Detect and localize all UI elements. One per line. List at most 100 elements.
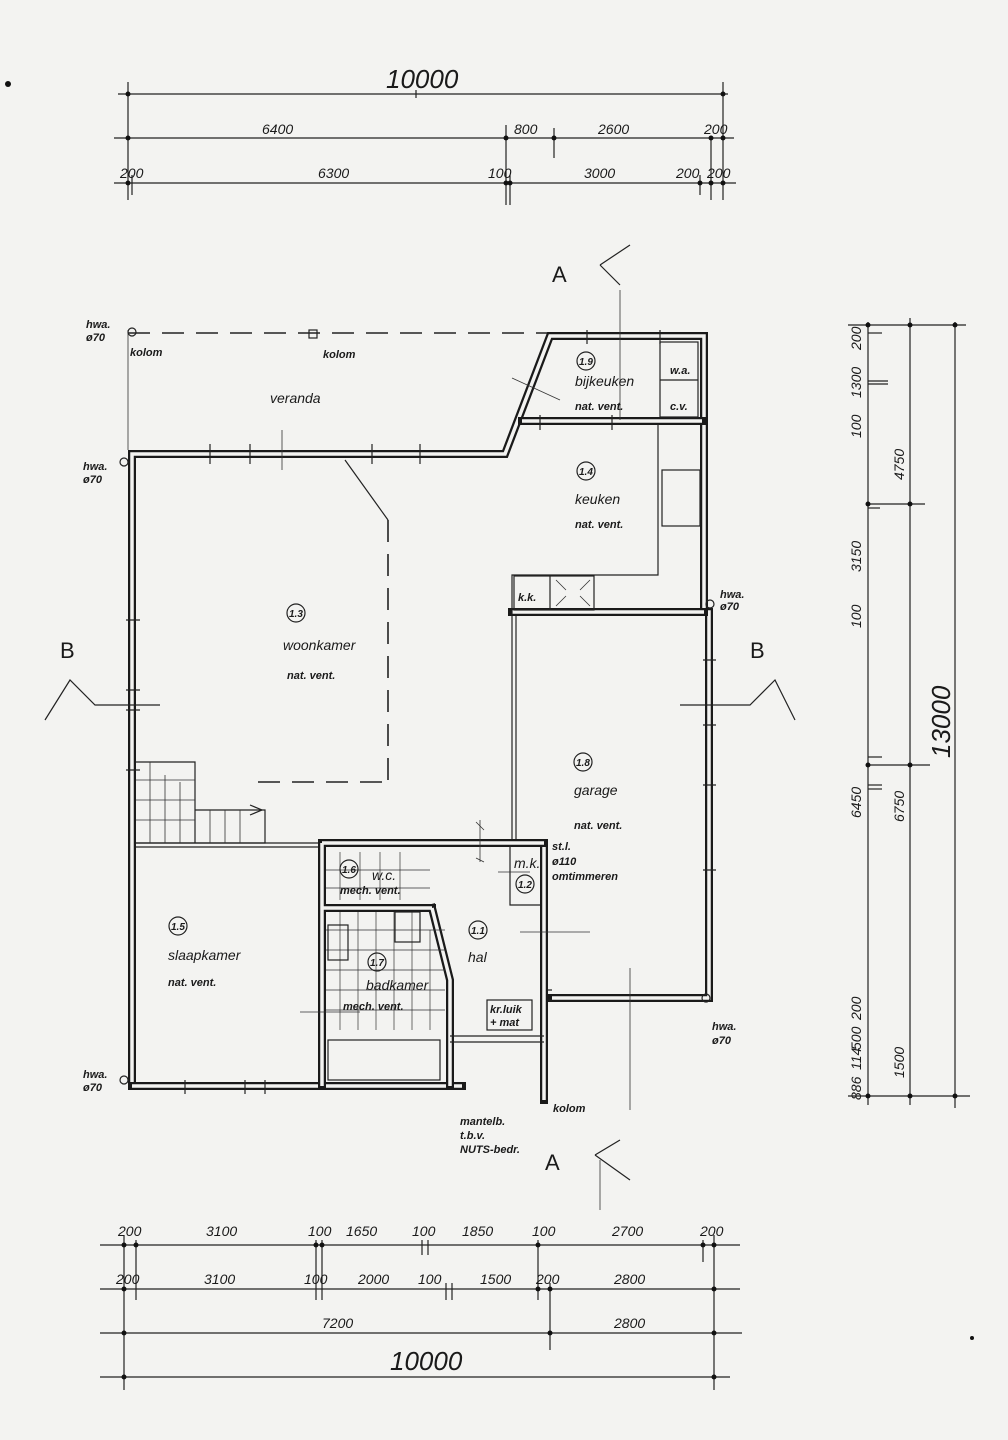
svg-text:1.8: 1.8 (576, 758, 590, 769)
dim-label: 100 (848, 604, 864, 628)
hwa-label: hwa. (720, 589, 744, 601)
dim-label: 2700 (611, 1223, 643, 1239)
svg-text:nat. vent.: nat. vent. (575, 519, 623, 531)
wa-label: w.a. (670, 365, 690, 377)
svg-text:1.9: 1.9 (579, 357, 593, 368)
right-dimensions: 200 1300 100 3150 100 6450 200 500 114 8… (848, 318, 970, 1108)
hwa-label: hwa. (83, 461, 107, 473)
room-bijkeuken: 1.9 bijkeuken nat. vent. (575, 351, 634, 413)
kolom-label: kolom (553, 1103, 586, 1115)
hwa-dia: ø70 (712, 1035, 732, 1047)
dim-label: 1500 (480, 1271, 511, 1287)
cv-label: c.v. (670, 401, 688, 413)
svg-text:nat. vent.: nat. vent. (574, 820, 622, 832)
kolom-label: kolom (323, 349, 356, 361)
dim-label: 200 (703, 121, 728, 137)
svg-text:1.1: 1.1 (471, 926, 485, 937)
tbv-note: t.b.v. (460, 1130, 485, 1142)
dim-label: 6750 (891, 791, 907, 822)
room-woonkamer: 1.3 woonkamer nat. vent. (283, 603, 357, 682)
dim-label: 200 (848, 996, 864, 1021)
svg-text:1.3: 1.3 (289, 609, 303, 620)
room-slaapkamer: 1.5 slaapkamer nat. vent. (168, 916, 242, 989)
paper-speck (5, 81, 11, 87)
room-hal: 1.1 hal (468, 920, 488, 965)
annotations: veranda kolom kolom kolom hwa. ø70 hwa. … (83, 319, 744, 1156)
dim-label: 200 (119, 165, 144, 181)
svg-text:garage: garage (574, 782, 618, 798)
dim-label: 100 (304, 1271, 328, 1287)
section-a-bottom: A (545, 1150, 560, 1175)
section-b-right: B (750, 638, 765, 663)
dim-label: 3100 (204, 1271, 235, 1287)
dim-label: 114 (848, 1047, 864, 1070)
dim-label: 200 (848, 326, 864, 351)
dim-label: 6300 (318, 165, 349, 181)
hwa-label: hwa. (83, 1069, 107, 1081)
svg-text:mech. vent.: mech. vent. (343, 1001, 404, 1013)
right-total-dim: 13000 (926, 685, 956, 758)
top-total-dim: 10000 (386, 64, 459, 94)
svg-text:mech. vent.: mech. vent. (340, 885, 401, 897)
svg-text:slaapkamer: slaapkamer (168, 947, 242, 963)
svg-text:1.7: 1.7 (370, 958, 384, 969)
room-wc: 1.6 w.c. mech. vent. (339, 859, 401, 897)
dim-label: 2800 (613, 1315, 645, 1331)
stl-note: omtimmeren (552, 871, 618, 883)
svg-text:badkamer: badkamer (366, 977, 430, 993)
dim-label: 100 (308, 1223, 332, 1239)
svg-text:1.4: 1.4 (579, 467, 593, 478)
section-a-top: A (552, 262, 567, 287)
dim-label: 200 (115, 1271, 140, 1287)
dim-label: 500 (848, 1026, 864, 1050)
kolom-label: kolom (130, 347, 163, 359)
krluik-mat: + mat (490, 1017, 520, 1029)
hwa-dia: ø70 (83, 1082, 103, 1094)
dim-label: 3000 (584, 165, 615, 181)
hwa-dia: ø70 (86, 332, 106, 344)
room-garage: 1.8 garage nat. vent. (573, 752, 622, 832)
svg-text:woonkamer: woonkamer (283, 637, 357, 653)
hwa-label: hwa. (86, 319, 110, 331)
dim-label: 200 (535, 1271, 560, 1287)
section-b-left: B (60, 638, 75, 663)
nuts-note: NUTS-bedr. (460, 1144, 520, 1156)
staircase (136, 761, 266, 844)
dim-label: 7200 (322, 1315, 353, 1331)
dim-label: 100 (412, 1223, 436, 1239)
svg-text:w.c.: w.c. (372, 867, 396, 883)
dim-label: 100 (418, 1271, 442, 1287)
stl-dia: ø110 (552, 856, 577, 868)
dim-label: 2000 (357, 1271, 389, 1287)
svg-text:1.6: 1.6 (342, 865, 356, 876)
krluik-label: kr.luik (490, 1004, 523, 1016)
svg-text:1.2: 1.2 (518, 880, 532, 891)
dim-label: 1850 (462, 1223, 493, 1239)
svg-text:nat. vent.: nat. vent. (575, 401, 623, 413)
hwa-dia: ø70 (720, 601, 740, 613)
room-badkamer: 1.7 badkamer mech. vent. (343, 952, 430, 1013)
svg-text:hal: hal (468, 949, 488, 965)
dim-label: 2800 (613, 1271, 645, 1287)
dim-label: 6450 (848, 787, 864, 818)
dim-label: 1500 (891, 1047, 907, 1078)
room-keuken: 1.4 keuken nat. vent. (575, 461, 623, 531)
dim-label: 1300 (848, 367, 864, 398)
dim-label: 100 (848, 414, 864, 438)
bathroom-tiles (326, 852, 445, 1081)
veranda-label: veranda (270, 390, 321, 406)
dim-label: 6400 (262, 121, 293, 137)
dim-label: 3150 (848, 541, 864, 572)
room-meterkast: m.k. 1.2 (514, 855, 540, 894)
dim-label: 886 (848, 1076, 864, 1100)
paper-speck (970, 1336, 974, 1340)
dim-label: 100 (532, 1223, 556, 1239)
dim-label: 800 (514, 121, 538, 137)
dim-label: 4750 (891, 449, 907, 480)
hwa-dia: ø70 (83, 474, 103, 486)
dim-label: 200 (699, 1223, 724, 1239)
dim-label: 200 (706, 165, 731, 181)
section-markers: A A B B (44, 244, 796, 1181)
svg-text:nat. vent.: nat. vent. (168, 977, 216, 989)
